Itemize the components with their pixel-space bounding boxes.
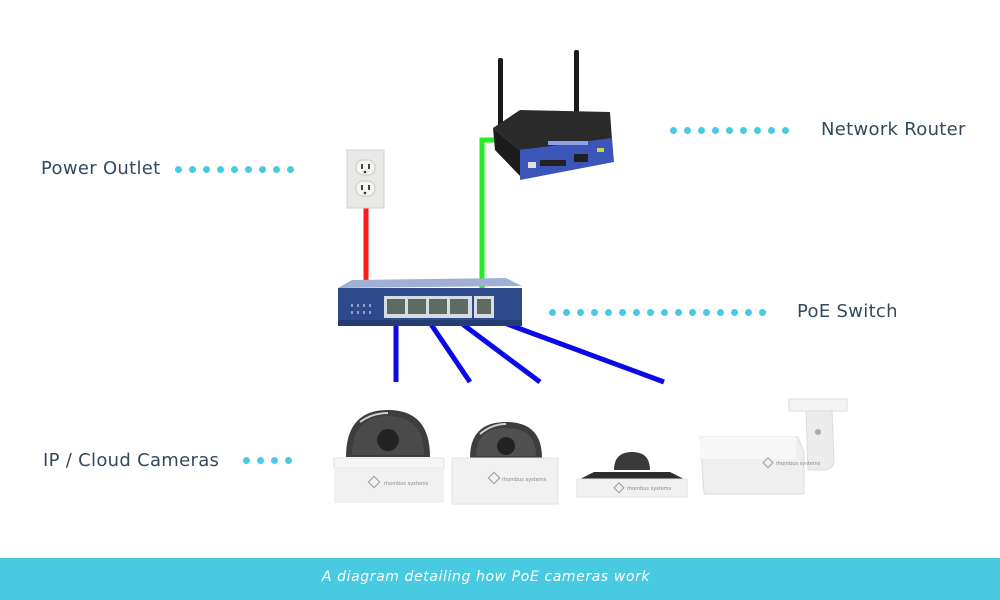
leader-poe-switch — [549, 309, 773, 316]
wireless-router-icon — [493, 50, 614, 180]
leader-power-outlet — [175, 166, 301, 173]
fisheye-camera-icon: rhombus systems — [576, 452, 688, 498]
bullet-camera-icon: rhombus systems — [699, 398, 848, 495]
power-outlet-icon — [346, 149, 385, 209]
caption-text: A diagram detailing how PoE cameras work — [321, 569, 651, 585]
dome-camera-icon: rhombus systems — [333, 410, 445, 503]
camera-brand-3: rhombus systems — [627, 486, 672, 492]
label-power-outlet: Power Outlet — [41, 158, 161, 179]
leader-network-router — [670, 127, 796, 134]
label-network-router: Network Router — [821, 119, 966, 140]
dome-camera-icon: rhombus systems — [451, 422, 559, 505]
camera-brand-2: rhombus systems — [502, 477, 547, 483]
caption-bar: A diagram detailing how PoE cameras work — [0, 558, 1000, 600]
leader-cameras — [243, 457, 299, 464]
poe-diagram: rhombus systems rhombus systems rhombus … — [333, 50, 848, 505]
poe-switch-icon — [338, 278, 522, 326]
camera-brand-4: rhombus systems — [776, 461, 821, 467]
label-cameras: IP / Cloud Cameras — [43, 450, 220, 471]
uplink-cable — [479, 137, 500, 304]
label-poe-switch: PoE Switch — [797, 301, 898, 322]
camera-brand-1: rhombus systems — [384, 481, 429, 487]
